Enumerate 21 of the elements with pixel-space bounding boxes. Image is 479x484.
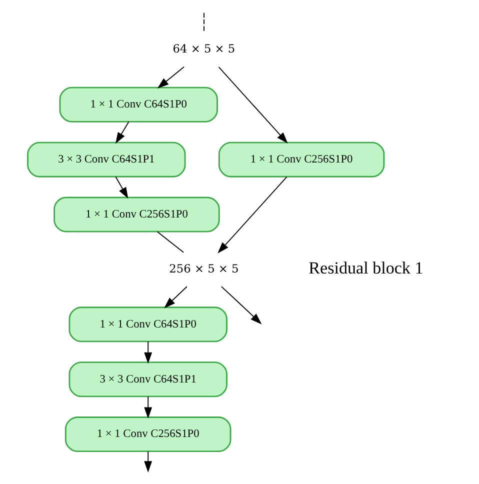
node-box: 1 × 1 Conv C256S1P0 (218, 142, 385, 178)
arrow (220, 286, 262, 324)
node-box: 1 × 1 Conv C256S1P0 (54, 196, 220, 232)
arrow (115, 121, 130, 144)
node-box: 3 × 3 Conv C64S1P1 (68, 362, 228, 398)
arrow (144, 451, 152, 473)
arrow (115, 176, 128, 199)
node-text: 64 × 5 × 5 (172, 42, 236, 56)
node-text: 256 × 5 × 5 (169, 261, 239, 276)
arrow (164, 286, 188, 308)
node-box: 1 × 1 Conv C64S1P0 (59, 86, 218, 122)
connector (156, 231, 184, 253)
arrow (218, 176, 288, 254)
arrow (144, 341, 152, 364)
arrow (157, 66, 184, 88)
label: Residual block 1 (308, 258, 424, 278)
node-box: 1 × 1 Conv C256S1P0 (64, 416, 232, 452)
arrow (218, 66, 288, 144)
node-box: 1 × 1 Conv C64S1P0 (68, 306, 228, 342)
arrow (144, 396, 152, 419)
node-box: 3 × 3 Conv C64S1P1 (27, 142, 186, 178)
